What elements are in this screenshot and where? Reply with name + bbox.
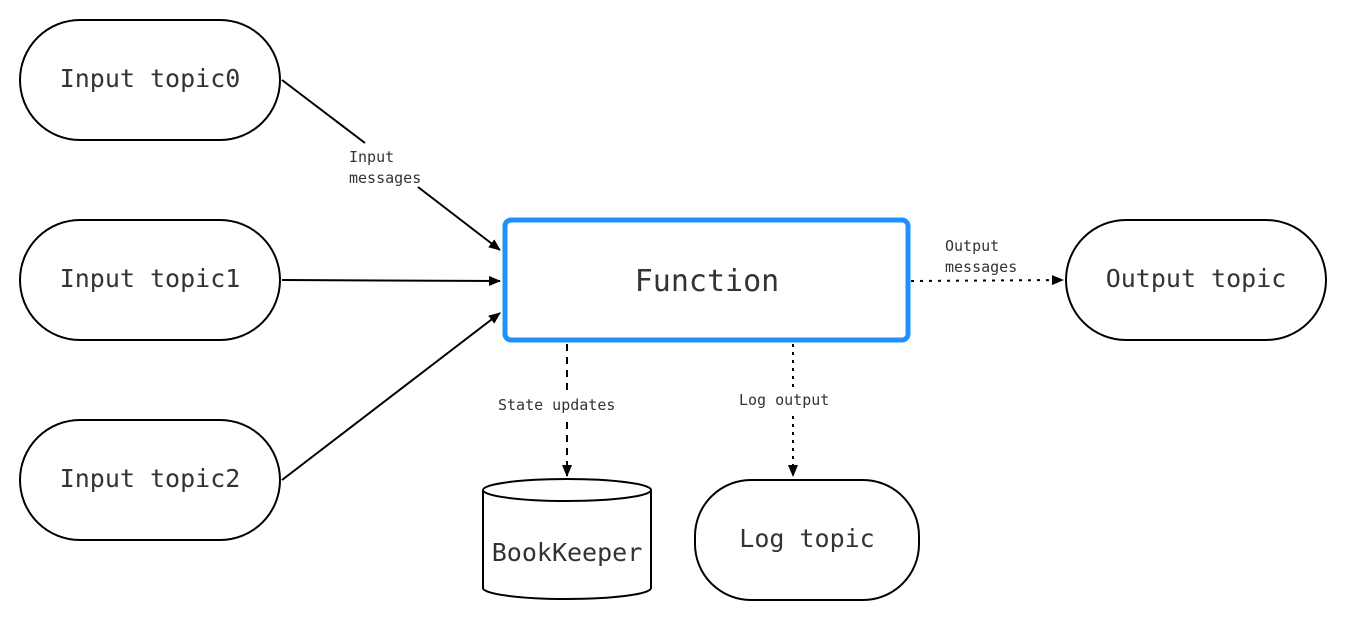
output-messages-label-line2: messages <box>945 258 1017 276</box>
bookkeeper-cylinder-top <box>482 478 652 502</box>
function-label: Function <box>635 264 780 299</box>
input-topic2-node: Input topic2 <box>19 419 281 541</box>
input-topic1-label: Input topic1 <box>60 264 241 293</box>
input-topic0-label: Input topic0 <box>60 64 241 93</box>
state-updates-label-bg <box>496 394 638 416</box>
bookkeeper-node: BookKeeper <box>482 478 652 600</box>
log-topic-node: Log topic <box>694 479 920 601</box>
input-messages-label-line2: messages <box>349 169 421 187</box>
log-output-label-bg <box>737 389 847 411</box>
function-box <box>502 217 911 343</box>
edge-topic0-to-function <box>281 79 500 250</box>
input-topic0-node: Input topic0 <box>19 19 281 141</box>
edge-function-to-output <box>910 275 1064 286</box>
edge-labels: Input messages Output messages State upd… <box>349 148 1017 416</box>
state-updates-label: State updates <box>498 396 615 414</box>
output-messages-label-line1: Output <box>945 237 999 255</box>
output-topic-label: Output topic <box>1106 264 1287 293</box>
input-topic2-label: Input topic2 <box>60 464 241 493</box>
edge-topic1-to-function <box>281 275 501 286</box>
bookkeeper-label: BookKeeper <box>492 538 643 567</box>
function-node: Function <box>502 217 911 343</box>
bookkeeper-cylinder <box>482 490 652 600</box>
edge-topic2-to-function <box>281 312 501 481</box>
input-topic1-node: Input topic1 <box>19 219 281 341</box>
log-output-label: Log output <box>739 391 829 409</box>
input-messages-label-line1: Input <box>349 148 394 166</box>
log-topic-label: Log topic <box>739 524 874 553</box>
output-topic-node: Output topic <box>1065 219 1327 341</box>
